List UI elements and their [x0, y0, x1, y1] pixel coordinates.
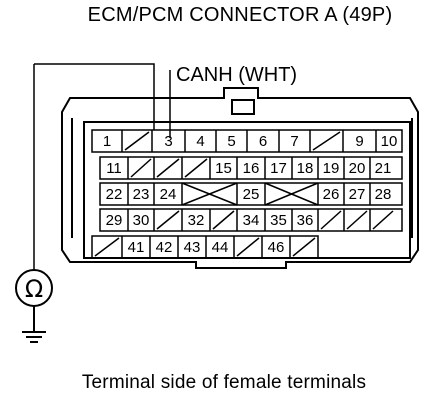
- pin-label: 22: [106, 186, 123, 203]
- ohmmeter-icon: Ω: [15, 269, 53, 307]
- diagram-title: ECM/PCM CONNECTOR A (49P): [87, 4, 393, 26]
- blank-cavity: [312, 131, 341, 151]
- pin-label: 32: [188, 212, 205, 229]
- ground-icon: [22, 306, 46, 343]
- pin-label: 10: [381, 133, 398, 150]
- blank-cavity: [94, 237, 120, 257]
- blank-cavity: [181, 182, 238, 206]
- meter-lead: [34, 63, 155, 130]
- blank-cavity: [372, 210, 394, 230]
- pin-label: 41: [128, 239, 145, 256]
- pin-label: 17: [270, 160, 287, 177]
- pin-label: 43: [184, 239, 201, 256]
- pin-label: 27: [349, 186, 366, 203]
- blank-cavity: [212, 210, 235, 230]
- pin-label: 30: [133, 212, 150, 229]
- pin-label: 35: [270, 212, 287, 229]
- pin-label: 29: [106, 212, 123, 229]
- footer-caption: Terminal side of female terminals: [81, 372, 367, 393]
- pin-label: 23: [133, 186, 150, 203]
- connector-housing: [61, 87, 419, 269]
- pin-label: 24: [160, 186, 177, 203]
- pin-label: 34: [243, 212, 260, 229]
- pin-label: 42: [156, 239, 173, 256]
- pin-label: 19: [323, 160, 340, 177]
- blank-cavity: [346, 210, 368, 230]
- pin-label: 44: [212, 239, 229, 256]
- blank-cavity: [124, 131, 150, 151]
- pin-label: 4: [196, 133, 204, 150]
- pin-label: 11: [106, 160, 122, 177]
- blank-cavity: [156, 158, 180, 178]
- pin-label: 25: [243, 186, 260, 203]
- pin-label: 26: [323, 186, 340, 203]
- blank-cavity: [320, 210, 342, 230]
- pin-label: 46: [268, 239, 285, 256]
- pin-label: 6: [259, 133, 267, 150]
- pin-label: 15: [215, 160, 232, 177]
- pin-label: 9: [355, 133, 363, 150]
- pin-label: 28: [375, 186, 392, 203]
- pin-label: 5: [227, 133, 235, 150]
- blank-cavity: [156, 210, 180, 230]
- meter-symbol: Ω: [25, 275, 43, 303]
- blank-cavity: [130, 158, 152, 178]
- pin-label: 18: [297, 160, 314, 177]
- blank-cavity: [184, 158, 208, 178]
- blank-cavity: [236, 237, 260, 257]
- pin-label: 7: [290, 133, 298, 150]
- pin-label: 36: [297, 212, 314, 229]
- pin-label: 20: [349, 160, 366, 177]
- pin-label: 3: [164, 133, 172, 150]
- pin-label: 16: [243, 160, 260, 177]
- pin-label: 21: [375, 160, 392, 177]
- probe-label: CANH (WHT): [176, 64, 298, 86]
- blank-cavity: [264, 182, 319, 206]
- blank-cavity: [292, 237, 316, 257]
- top-keyway: [231, 99, 255, 115]
- pin-label: 1: [103, 133, 111, 150]
